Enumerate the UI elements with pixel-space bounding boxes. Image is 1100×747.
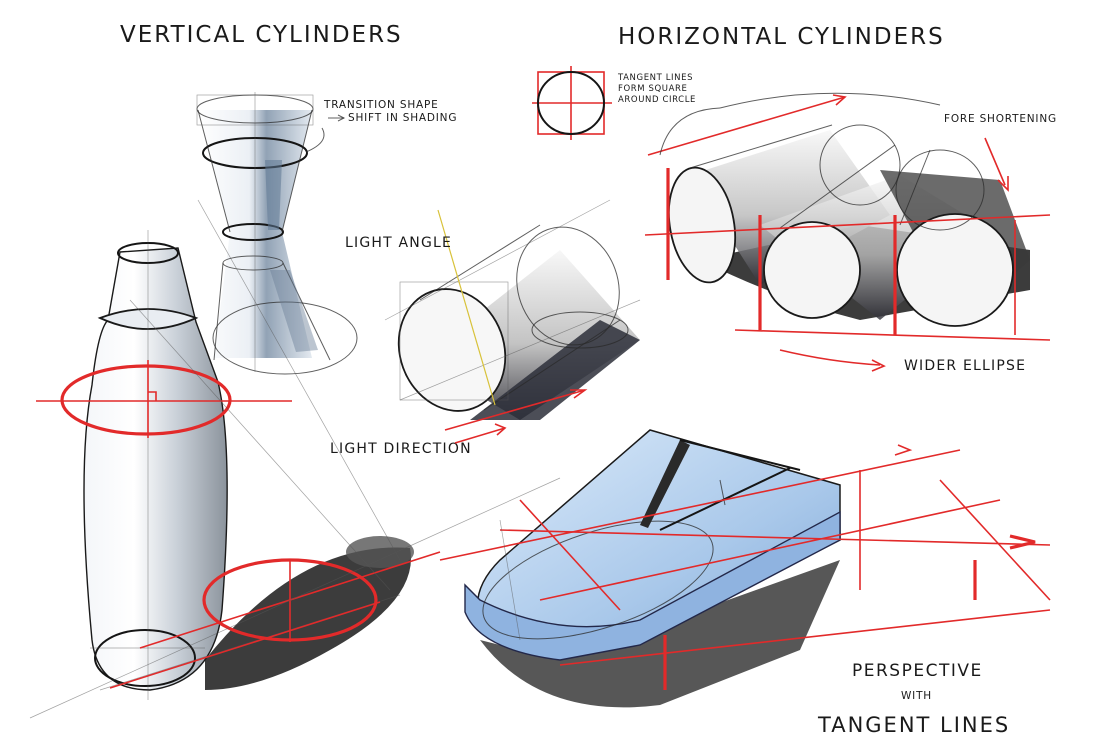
blue-device-drawing [439,429,1051,708]
note-perspective: PERSPECTIVE [852,661,983,681]
note-wider-ellipse: WIDER ELLIPSE [904,358,1026,374]
title-vertical-cylinders: VERTICAL CYLINDERS [120,22,403,48]
note-tangent-lines-bottom: TANGENT LINES [817,713,1010,737]
note-with: WITH [901,690,932,702]
tangent-square-diagram [532,66,612,140]
note-light-angle: LIGHT ANGLE [345,235,452,251]
note-light-direction: LIGHT DIRECTION [330,441,472,457]
note-foreshortening: FORE SHORTENING [944,113,1057,125]
note-around-circle: AROUND CIRCLE [618,95,696,105]
note-form-square: FORM SQUARE [618,84,688,94]
shaker-bottle-drawing [83,230,414,700]
note-tangent-lines: TANGENT LINES [617,73,693,83]
title-horizontal-cylinders: HORIZONTAL CYLINDERS [618,24,945,50]
center-horizontal-cylinder [384,199,641,431]
jigger-drawing [196,92,358,375]
note-shift-in-shading: SHIFT IN SHADING [348,112,457,124]
note-transition-shape: TRANSITION SHAPE [323,99,439,111]
horizontal-cylinders-group [644,92,1051,372]
